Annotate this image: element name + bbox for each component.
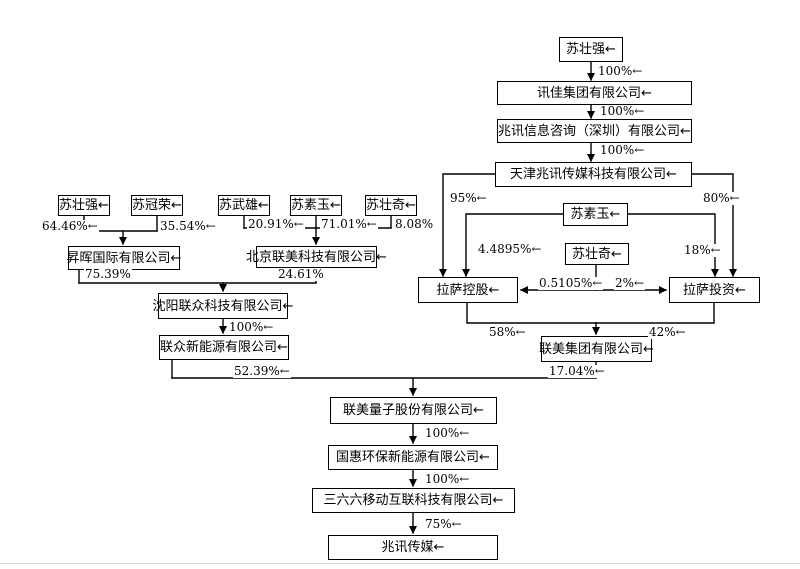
edge-label-xunjia-to-zhaoxuninfo: 100%← <box>599 104 646 118</box>
edge-lasa-investment-down <box>595 302 715 324</box>
node-shenyang-lianzhong: 沈阳联众科技有限公司← <box>153 293 293 319</box>
node-zhaoxun-consulting: 兆讯信息咨询（深圳）有限公司← <box>497 119 692 143</box>
edge-label-susuyu-to-lasa-invest: 18%← <box>683 243 722 257</box>
connector-group <box>78 61 737 534</box>
node-sanliuliu-mobile: 三六六移动互联科技有限公司← <box>312 488 515 513</box>
edge-label-366-zhaoxun-media: 75%← <box>424 517 463 531</box>
node-su-zhuangqi-left: 苏壮奇← <box>365 195 417 216</box>
edge-label-group-quantum: 17.04%← <box>548 364 606 378</box>
edge-label-shenghui-shenyang: 75.39% <box>84 267 132 281</box>
edge-tianjin-to-lasa-holding <box>439 173 496 277</box>
edge-label-beijing-shenyang: 24.61% <box>277 267 325 281</box>
edge-label-tianjin-to-lasa-holding: 95%← <box>449 191 488 205</box>
node-lianmei-group: 联美集团有限公司← <box>539 336 654 362</box>
edge-label-suzhuangqi-to-invest: 2%← <box>614 276 646 290</box>
edge-label-suzhuangqi-to-holding: 0.5105%← <box>538 276 604 290</box>
edge-label-guohui-366: 100%← <box>424 472 471 486</box>
node-su-zhuangqiang-left: 苏壮强← <box>58 195 110 216</box>
node-su-wuxiong: 苏武雄← <box>218 195 270 216</box>
node-lianmei-quantum: 联美量子股份有限公司← <box>330 397 497 424</box>
edge-label-susuyu-beijing: 71.01%← <box>320 217 378 231</box>
edge-label-invest-to-group: 42%← <box>648 325 687 339</box>
node-su-guanrong: 苏冠荣← <box>131 195 183 216</box>
edge-label-lianzhong-quantum: 52.39%← <box>233 364 291 378</box>
node-tianjin-zhaoxun: 天津兆讯传媒科技有限公司← <box>495 162 692 187</box>
node-su-suyu-right: 苏素玉← <box>563 203 628 226</box>
edge-label-quantum-guohui: 100%← <box>424 426 471 440</box>
edge-label-suzhuangqi-beijing: 8.08% <box>394 217 435 231</box>
edge-susuyu-to-lasa-holding <box>462 213 564 277</box>
node-lasa-holding: 拉萨控股← <box>418 277 518 303</box>
edge-tianjin-to-lasa-investment <box>691 173 737 277</box>
edge-label-suguanrong-shenghui: 35.54%← <box>159 219 217 233</box>
edge-label-susuyu-to-lasa-holding: 4.4895%← <box>477 242 543 256</box>
edge-label-suzhuangqiang-shenghui: 64.46%← <box>41 219 99 233</box>
bottom-divider <box>0 563 800 564</box>
node-su-zhuangqiang-top: 苏壮强← <box>559 37 623 62</box>
edge-label-suwuxiong-beijing: 20.91%← <box>247 217 305 231</box>
node-guohui-env: 国惠环保新能源有限公司← <box>328 445 498 470</box>
edge-lasa-holding-down <box>466 302 597 324</box>
edge-label-zhaoxuninfo-to-tianjin: 100%← <box>599 143 646 157</box>
node-beijing-lianmei: 北京联美科技有限公司← <box>246 246 387 268</box>
node-su-suyu-left: 苏素玉← <box>290 195 342 216</box>
node-lasa-investment: 拉萨投资← <box>669 277 760 303</box>
edge-label-tianjin-to-lasa-invest: 80%← <box>702 191 741 205</box>
node-lianzhong-energy: 联众新能源有限公司← <box>159 335 289 360</box>
edge-label-holding-to-group: 58%← <box>488 325 527 339</box>
node-zhaoxun-media: 兆讯传媒← <box>328 535 498 560</box>
node-su-zhuangqi-right: 苏壮奇← <box>565 243 629 265</box>
edge-label-shenyang-lianzhong: 100%← <box>228 320 275 334</box>
node-xunjia-group: 讯佳集团有限公司← <box>497 81 692 105</box>
edge-label-su-to-xunjia: 100%← <box>597 64 644 78</box>
